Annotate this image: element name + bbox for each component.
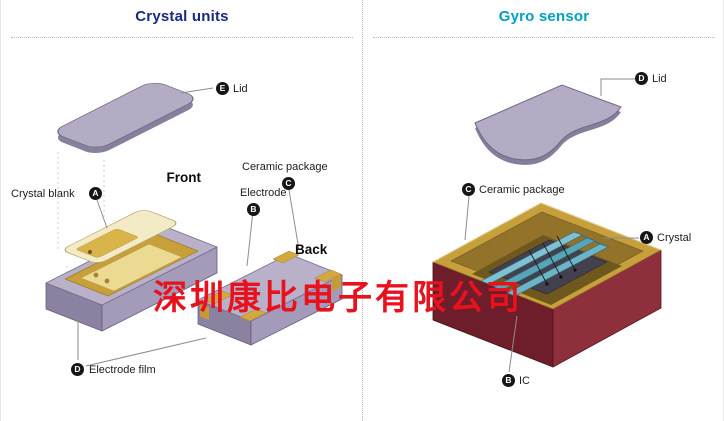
callout-label-ceramic-package-left: Ceramic package <box>242 161 328 173</box>
header-underline-right <box>373 37 715 38</box>
wire-bonds-graphic <box>528 235 577 286</box>
callout-marker-ic: B <box>502 374 515 387</box>
watermark-text: 深圳康比电子有限公司 <box>153 278 523 318</box>
callout-marker-lid-right: D <box>635 72 648 85</box>
callout-marker-ceramic-package-right: C <box>462 183 475 196</box>
crystal-blank-graphic <box>64 210 177 263</box>
panel-title-gyro-sensor: Gyro sensor <box>498 8 590 25</box>
callout-marker-lid-left: E <box>216 82 229 95</box>
callout-label-electrode-film: Electrode film <box>89 364 156 376</box>
leader-lines-right <box>464 78 639 373</box>
callout-label-ceramic-package-right: Ceramic package <box>479 184 565 196</box>
callout-label-electrode: Electrode <box>240 187 287 199</box>
gyro-sensor-figure <box>432 78 662 373</box>
callout-label-ic: IC <box>519 375 530 387</box>
callout-marker-crystal-blank: A <box>89 187 102 200</box>
gyro-lid-graphic <box>474 84 622 165</box>
callout-marker-electrode: B <box>247 203 260 216</box>
back-view-label: Back <box>295 242 328 257</box>
leader-lines-left <box>77 87 300 367</box>
callout-marker-crystal: A <box>640 231 653 244</box>
header-underline-left <box>11 37 353 38</box>
panel-divider <box>362 0 363 421</box>
callout-label-crystal-blank: Crystal blank <box>11 188 75 200</box>
panel-title-crystal-units: Crystal units <box>135 8 229 25</box>
back-package-graphic <box>197 250 343 346</box>
crystal-units-figure <box>45 83 343 367</box>
callout-label-crystal: Crystal <box>657 232 692 244</box>
front-package-graphic <box>45 224 218 332</box>
crystal-lid-graphic <box>57 83 194 153</box>
callout-marker-electrode-film: D <box>71 363 84 376</box>
callout-label-lid-right: Lid <box>652 73 667 85</box>
callout-marker-ceramic-package-left: C <box>282 177 295 190</box>
callout-label-lid-left: Lid <box>233 83 248 95</box>
front-view-label: Front <box>166 170 202 185</box>
